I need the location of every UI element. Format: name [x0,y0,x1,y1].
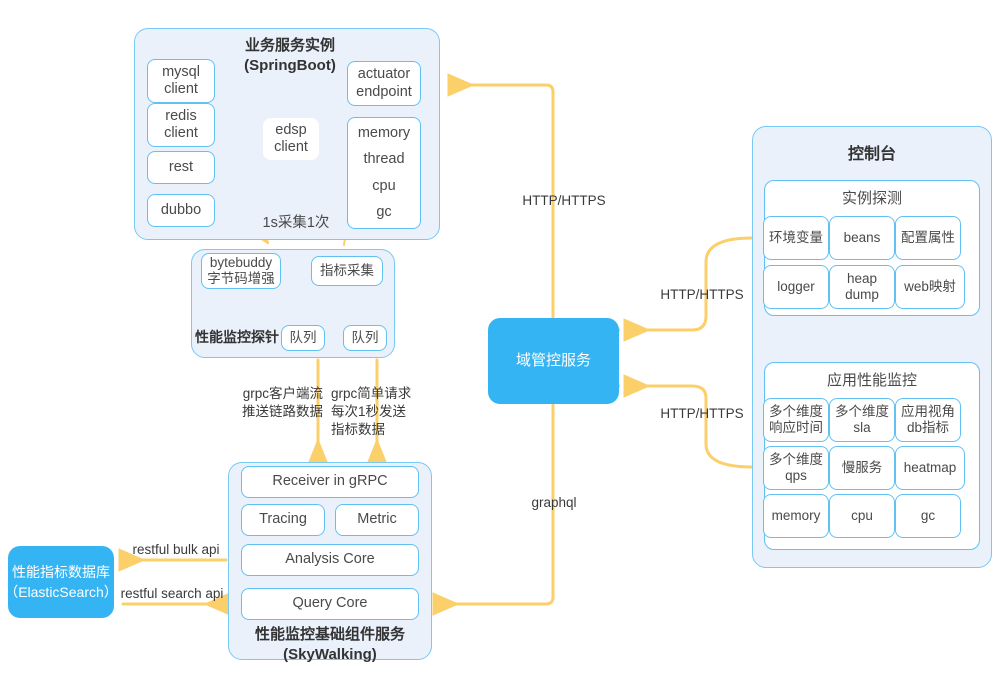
node-dubbo[interactable]: dubbo [147,194,215,227]
node-rest[interactable]: rest [147,151,215,184]
springboot-title-line2: (SpringBoot) [244,56,336,74]
console-item-env-vars[interactable]: 环境变量 [763,216,829,260]
console-item-web-mapping[interactable]: web映射 [895,265,965,309]
node-metric[interactable]: Metric [335,504,419,536]
edge-label-console-apm: HTTP/HTTPS [660,406,744,421]
sample-rate-label: 1s采集1次 [262,215,330,231]
node-query-core[interactable]: Query Core [241,588,419,620]
node-jvm-metrics[interactable]: memory thread cpu gc [347,117,421,229]
jvm-metric-cpu: cpu [372,177,396,194]
console-item-slow-service[interactable]: 慢服务 [829,446,895,490]
console-item-gc[interactable]: gc [895,494,961,538]
node-tracing[interactable]: Tracing [241,504,325,536]
console-item-db-metrics[interactable]: 应用视角 db指标 [895,398,961,442]
node-actuator-endpoint[interactable]: actuator endpoint [347,61,421,106]
springboot-title-line1: 业务服务实例 [244,37,335,54]
edge-label-es-search: restful search api [120,586,224,601]
jvm-metric-memory: memory [357,125,411,142]
node-analysis-core[interactable]: Analysis Core [241,544,419,576]
springboot-title: 业务服务实例 (SpringBoot) [200,36,380,75]
node-receiver-grpc[interactable]: Receiver in gRPC [241,466,419,498]
node-queue-metric[interactable]: 队列 [343,325,387,351]
node-edsp-client[interactable]: edsp client [263,118,319,160]
node-mysql-client[interactable]: mysql client [147,59,215,103]
edge-label-console-instance: HTTP/HTTPS [660,287,744,302]
elasticsearch-store[interactable]: 性能指标数据库 （ElasticSearch） [4,546,118,618]
node-redis-client[interactable]: redis client [147,103,215,147]
node-bytebuddy[interactable]: bytebuddy 字节码增强 [201,253,281,289]
console-item-heap-dump[interactable]: heap dump [829,265,895,309]
edge-console-apm [623,374,754,469]
jvm-metric-thread: thread [363,151,405,168]
console-item-memory[interactable]: memory [763,494,829,538]
console-section-instance-probe-title: 实例探测 [841,190,902,207]
edge-console-instance [623,236,754,342]
console-item-config-props[interactable]: 配置属性 [895,216,961,260]
console-item-beans[interactable]: beans [829,216,895,260]
domain-control-service-label: 域管控服务 [515,352,591,370]
console-item-cpu[interactable]: cpu [829,494,895,538]
edge-label-graphql: graphql [531,495,577,510]
domain-control-service[interactable]: 域管控服务 [488,318,619,404]
probe-title: 性能监控探针 [195,329,279,345]
edge-label-es-bulk: restful bulk api [132,542,220,557]
console-item-qps[interactable]: 多个维度 qps [763,446,829,490]
elasticsearch-label-line2: （ElasticSearch） [4,584,118,600]
edge-label-grpc-stream: grpc客户端流 推送链路数据 [242,386,323,420]
console-section-apm-title: 应用性能监控 [826,372,917,389]
skywalking-title: 性能监控基础组件服务 (SkyWalking) [240,625,420,664]
elasticsearch-label-line1: 性能指标数据库 [12,563,110,580]
edge-label-grpc-simple: grpc简单请求 每次1秒发送 指标数据 [331,386,412,438]
node-queue-tracing[interactable]: 队列 [281,325,325,351]
console-title: 控制台 [847,146,896,163]
console-item-response-time[interactable]: 多个维度 响应时间 [763,398,829,442]
jvm-metric-gc: gc [376,203,392,220]
edge-label-http-to-springboot: HTTP/HTTPS [522,193,606,208]
console-item-heatmap[interactable]: heatmap [895,446,965,490]
console-item-sla[interactable]: 多个维度 sla [829,398,895,442]
skywalking-title-line2: (SkyWalking) [283,645,377,663]
node-metric-collect[interactable]: 指标采集 [311,256,383,286]
skywalking-title-line1: 性能监控基础组件服务 [254,626,405,643]
console-item-logger[interactable]: logger [763,265,829,309]
